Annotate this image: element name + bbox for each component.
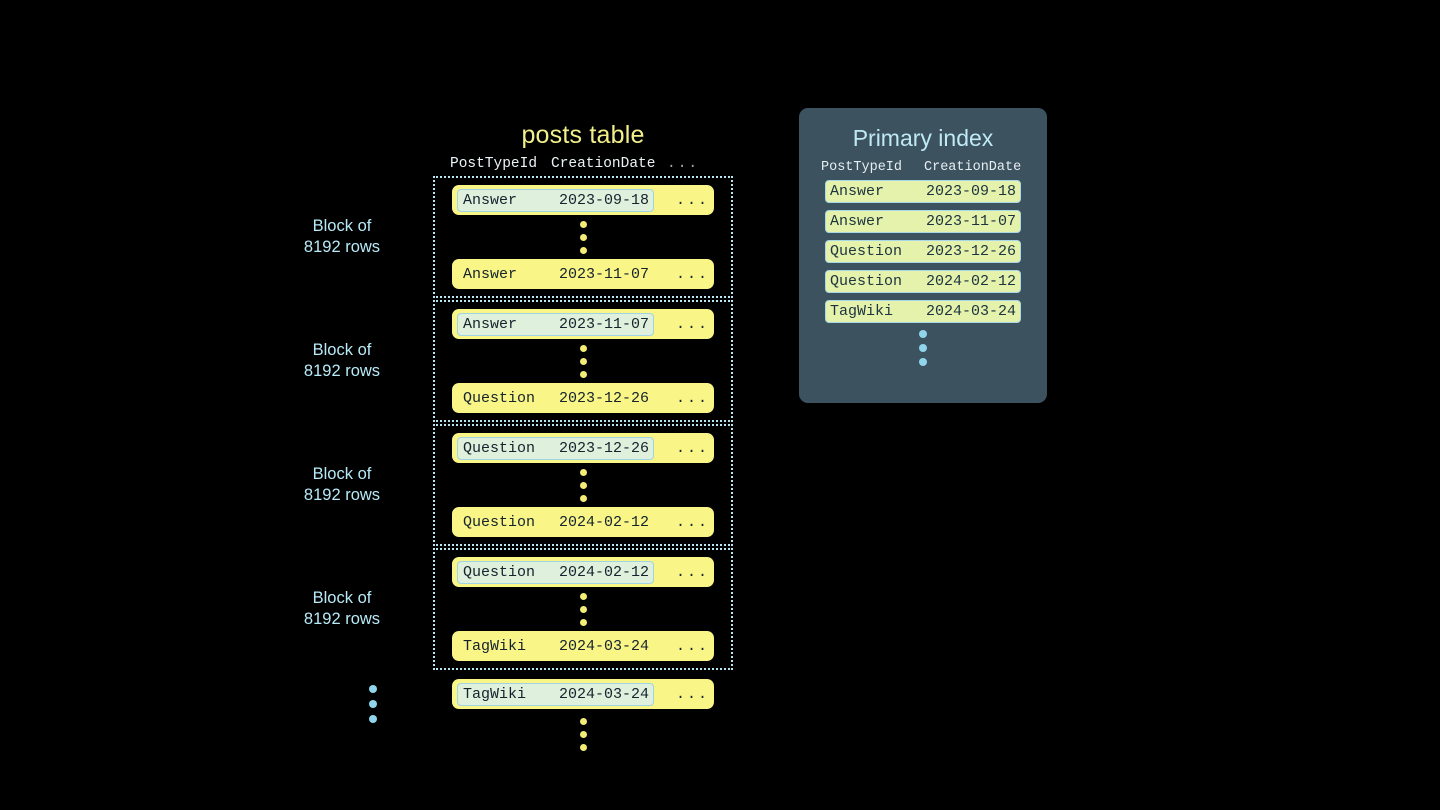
page-title: posts table — [521, 121, 645, 149]
cell-creationdate: 2023-12-26 — [926, 243, 1017, 260]
cell-creationdate: 2023-09-18 — [559, 191, 650, 209]
cell-posttypeid: Question — [830, 243, 903, 260]
row-key: Answer 2023-11-07 — [457, 263, 654, 286]
cell-posttypeid: Answer — [463, 191, 518, 209]
column-header-creationdate: CreationDate — [551, 156, 656, 172]
cell-creationdate: 2024-03-24 — [559, 685, 650, 703]
cell-more: ... — [676, 191, 710, 209]
cell-creationdate: 2023-12-26 — [559, 389, 650, 407]
row-key-highlight: Answer 2023-11-07 — [457, 312, 655, 336]
table-row: TagWiki 2024-03-24 ... — [452, 631, 714, 661]
cell-creationdate: 2023-11-07 — [559, 265, 650, 283]
row-key-highlight: Question 2024-02-12 — [457, 560, 655, 584]
cell-creationdate: 2024-03-24 — [926, 303, 1017, 320]
cell-posttypeid: Answer — [830, 183, 885, 200]
cell-posttypeid: Answer — [463, 315, 518, 333]
cell-posttypeid: Answer — [830, 213, 885, 230]
block-of-rows: Block of 8192 rows Answer 2023-11-07 ...… — [304, 300, 733, 422]
block-label: Block of 8192 rows — [303, 217, 381, 256]
column-header-more: ... — [667, 156, 700, 172]
table-row: Question 2024-02-12 ... — [452, 557, 714, 587]
cell-more: ... — [676, 513, 710, 531]
posts-table-section: posts table PostTypeId CreationDate ... … — [304, 118, 733, 756]
block-of-rows: Block of 8192 rows Question 2023-12-26 .… — [304, 424, 733, 546]
cell-posttypeid: Question — [463, 389, 536, 407]
cell-posttypeid: Question — [463, 513, 536, 531]
primary-index-panel: Primary index PostTypeId CreationDate An… — [799, 108, 1047, 403]
table-row: Answer 2023-11-07 ... — [452, 259, 714, 289]
cell-posttypeid: Question — [463, 439, 536, 457]
row-key: Question 2024-02-12 — [457, 511, 654, 534]
index-row: Question 2024-02-12 — [825, 270, 1021, 293]
cell-more: ... — [676, 439, 710, 457]
block-of-rows: Block of 8192 rows Answer 2023-09-18 ...… — [304, 176, 733, 298]
index-row: Answer 2023-09-18 — [825, 180, 1021, 203]
primary-index-title: Primary index — [852, 125, 994, 151]
cell-creationdate: 2023-11-07 — [926, 213, 1017, 230]
table-row: Answer 2023-11-07 ... — [452, 309, 714, 339]
cell-creationdate: 2023-09-18 — [926, 183, 1017, 200]
cell-more: ... — [676, 685, 710, 703]
cell-more: ... — [676, 315, 710, 333]
index-row: TagWiki 2024-03-24 — [825, 300, 1021, 323]
vertical-ellipsis-dots — [435, 587, 731, 631]
cell-posttypeid: TagWiki — [463, 685, 527, 703]
vertical-ellipsis-dots — [435, 339, 731, 383]
vertical-ellipsis-dots — [435, 215, 731, 259]
block-label: Block of 8192 rows — [303, 589, 381, 628]
cell-creationdate: 2024-03-24 — [559, 637, 650, 655]
posts-table-column-headers: PostTypeId CreationDate ... — [433, 152, 733, 176]
blocks-continuation-dots — [369, 685, 377, 723]
table-row: Question 2023-12-26 ... — [452, 433, 714, 463]
column-header-creationdate: CreationDate — [924, 159, 1022, 175]
row-key-highlight: TagWiki 2024-03-24 — [457, 682, 655, 706]
row-key: Question 2023-12-26 — [457, 387, 654, 410]
cell-posttypeid: Question — [830, 273, 903, 290]
column-header-posttypeid: PostTypeId — [450, 156, 538, 172]
cell-more: ... — [676, 563, 710, 581]
cell-creationdate: 2024-02-12 — [926, 273, 1017, 290]
index-row: Answer 2023-11-07 — [825, 210, 1021, 233]
block-of-rows: Block of 8192 rows Question 2024-02-12 .… — [304, 548, 733, 670]
vertical-ellipsis-dots — [435, 463, 731, 507]
block-label: Block of 8192 rows — [303, 341, 381, 380]
vertical-ellipsis-dots — [433, 712, 733, 756]
primary-index-column-headers: PostTypeId CreationDate — [799, 154, 1047, 180]
cell-more: ... — [676, 389, 710, 407]
table-row: Question 2023-12-26 ... — [452, 383, 714, 413]
row-key-highlight: Answer 2023-09-18 — [457, 188, 655, 212]
index-row: Question 2023-12-26 — [825, 240, 1021, 263]
cell-posttypeid: Answer — [463, 265, 518, 283]
index-continuation-dots — [799, 330, 1047, 366]
cell-creationdate: 2024-02-12 — [559, 563, 650, 581]
row-key: TagWiki 2024-03-24 — [457, 635, 654, 658]
table-row: Question 2024-02-12 ... — [452, 507, 714, 537]
trailing-row-wrapper: TagWiki 2024-03-24 ... — [433, 679, 733, 709]
row-key-highlight: Question 2023-12-26 — [457, 436, 655, 460]
table-row: Answer 2023-09-18 ... — [452, 185, 714, 215]
cell-more: ... — [676, 637, 710, 655]
cell-posttypeid: TagWiki — [830, 303, 894, 320]
cell-creationdate: 2023-12-26 — [559, 439, 650, 457]
cell-creationdate: 2024-02-12 — [559, 513, 650, 531]
cell-posttypeid: Question — [463, 563, 536, 581]
cell-posttypeid: TagWiki — [463, 637, 527, 655]
column-header-posttypeid: PostTypeId — [821, 159, 903, 175]
table-row: TagWiki 2024-03-24 ... — [452, 679, 714, 709]
cell-more: ... — [676, 265, 710, 283]
cell-creationdate: 2023-11-07 — [559, 315, 650, 333]
block-label: Block of 8192 rows — [303, 465, 381, 504]
